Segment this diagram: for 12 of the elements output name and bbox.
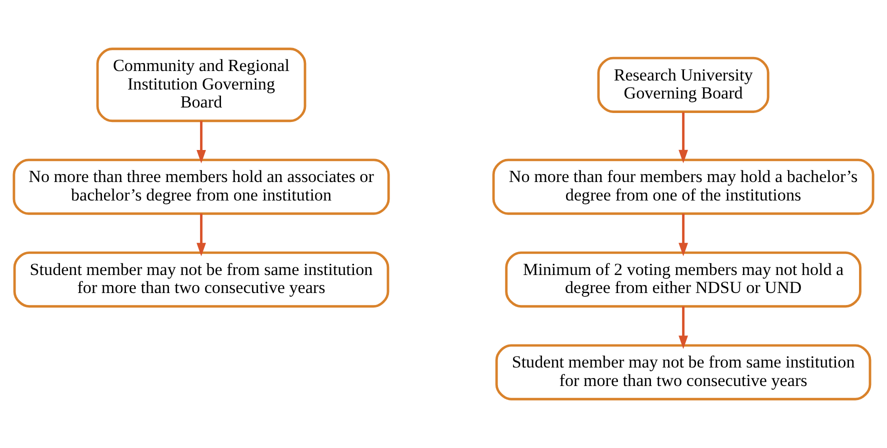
arrow	[678, 214, 688, 256]
arrow	[196, 120, 206, 164]
arrow	[196, 214, 206, 256]
node-box: No more than four members may hold a bachelor’s degree from one of the institutions	[492, 158, 874, 215]
node-box: Research University Governing Board	[597, 56, 770, 113]
node-box: Student member may not be from same institution for more than two consecutive years	[13, 251, 390, 308]
node-box: No more than three members hold an associates or bachelor’s degree from one institution	[12, 158, 390, 215]
node-box: Community and Regional Institution Governing Board	[96, 48, 306, 122]
node-box: Student member may not be from same institution for more than two consecutive years	[495, 344, 872, 400]
arrow	[678, 112, 688, 164]
arrow	[678, 306, 688, 350]
node-box: Minimum of 2 voting members may not hold a degree from either NDSU or UND	[505, 251, 862, 308]
